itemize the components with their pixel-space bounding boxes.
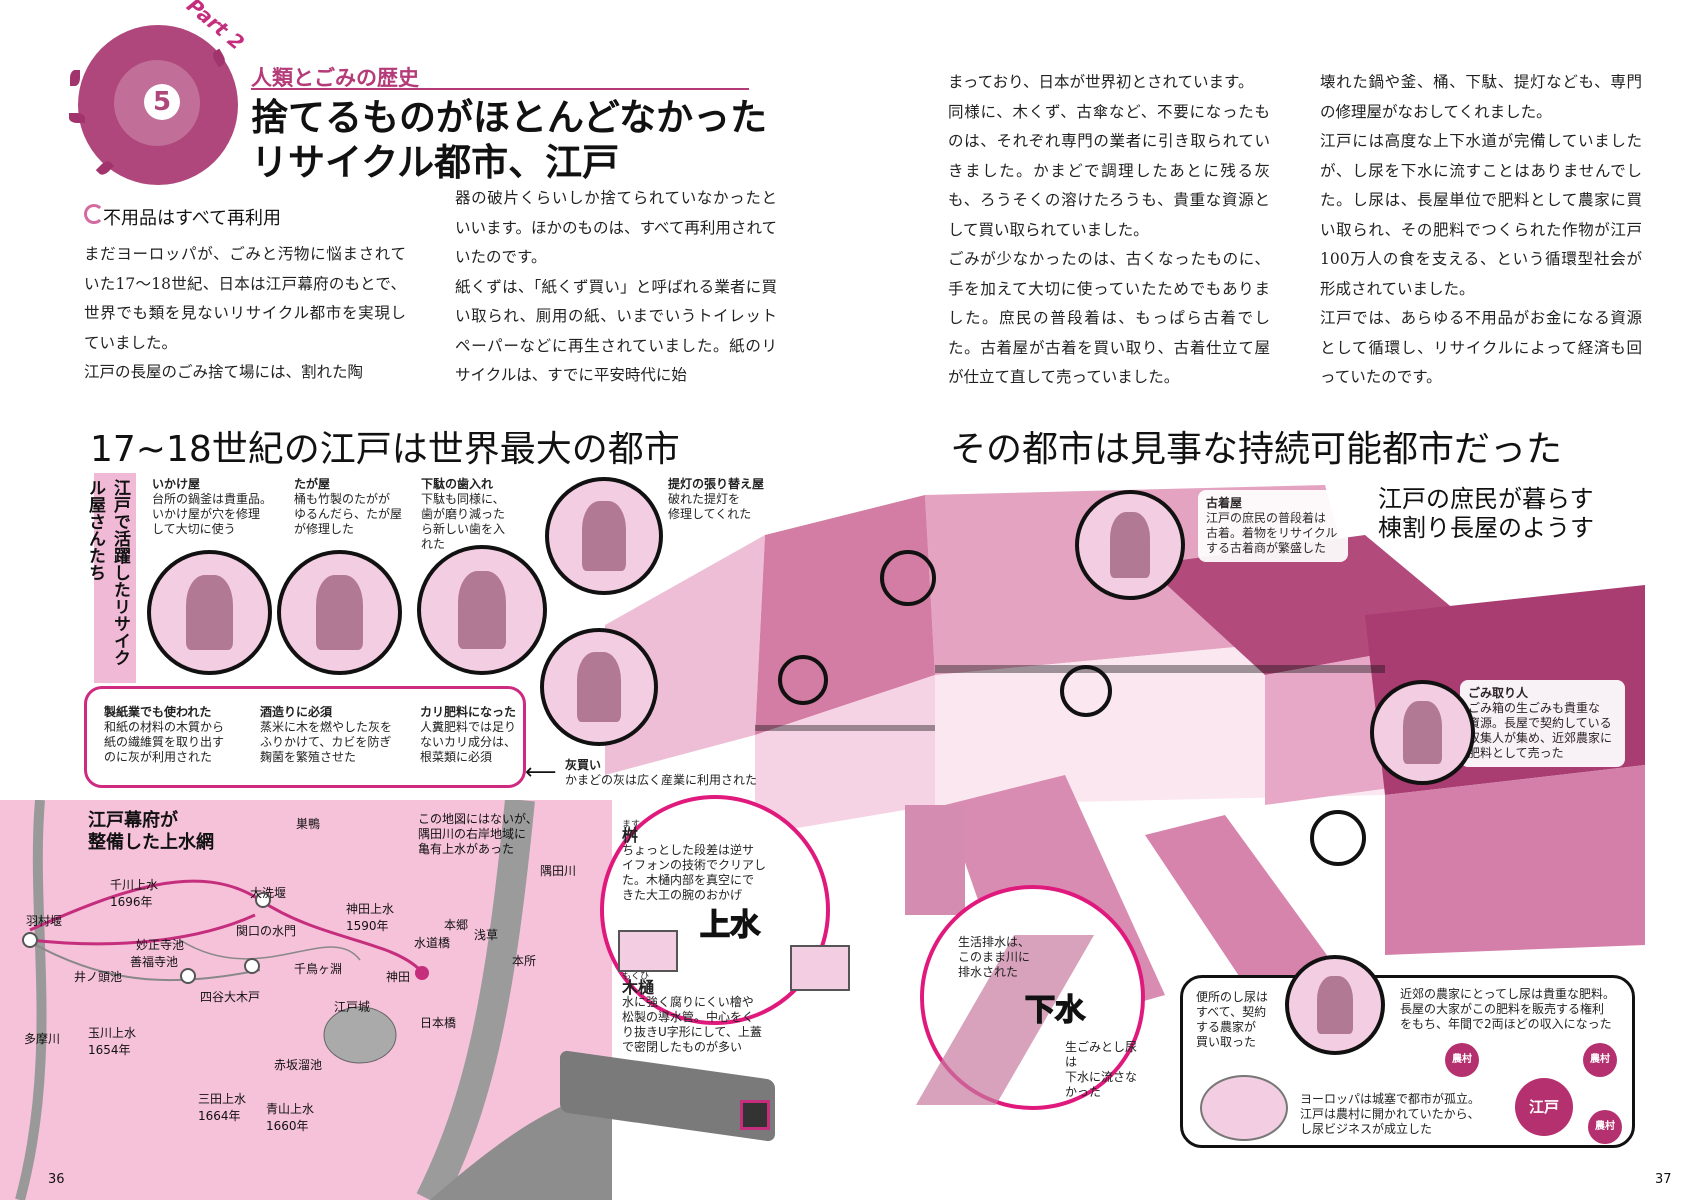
map-label: 三田上水 1664年 [198,1092,247,1123]
haigai-note: 灰買いかまどの灰は広く産業に利用された [565,758,758,787]
ash-use-paper: 製紙業でも使われた和紙の材料の木質から 紙の繊維質を取り出す のに灰が利用された [104,705,225,764]
recycler-chochin: 提灯の張り替え屋破れた提灯を 修理してくれた [668,477,765,521]
map-label: 本所 [512,954,537,968]
leaf-icon [70,70,80,86]
map-roads [15,800,612,1200]
title-line-1: 捨てるものがほとんどなかった [251,96,768,139]
benjo-left: 便所のし尿は すべて、契約 する農家が 買い取った [1196,990,1269,1049]
water-supply-map: 江戸幕府が 整備した上水網 この地図にはないが、 隅田川の右岸地域に 亀有上水が… [0,800,612,1200]
recycler-ikakeya: いかけ屋台所の鍋釜は貴重品。 いかけ屋が穴を修理 して大切に使う [152,477,273,536]
page-number-right: 37 [1655,1172,1672,1187]
left-big-heading: 17~18世紀の江戸は世界最大の都市 [90,429,680,470]
map-label: 隅田川 [540,864,577,878]
benjo-europe: ヨーロッパは城塞で都市が孤立。 江戸は農村に開かれていたから、 し尿ビジネスが成… [1300,1092,1481,1136]
furugiya-circle [1075,490,1185,600]
ash-use-potash: カリ肥料になった人糞肥料では足り ないカリ成分は、 根菜類に必須 [420,705,517,764]
recycler-tagaya: たが屋桶も竹製のたがが ゆるんだら、たが屋 が修理した [294,477,403,536]
nagaya-caption: 江戸の庶民が暮らす 棟割り長屋のようす [1378,485,1594,542]
body-column-2: 器の破片くらいしか捨てられていなかったといいます。ほかのものは、すべて再利用され… [455,189,777,384]
farm-node: 農村 [1583,1043,1617,1077]
gesui-label: 下水 [1024,992,1086,1029]
section-number: 5 [144,84,180,120]
map-label: 井ノ頭池 [74,970,123,984]
map-label: 本郷 [444,918,469,932]
ash-use-sake: 酒造りに必須蒸米に木を燃やした灰を ふりかけて、カビを防ぎ 麹菌を繁殖させた [260,705,393,764]
castle-town-icon [1200,1075,1288,1141]
map-label: 千鳥ヶ淵 [294,962,343,976]
body-column-3: まっており、日本が世界初とされています。 同様に、木くず、古傘など、不要になった… [948,73,1270,386]
map-label: 神田上水 1590年 [346,902,395,933]
map-label: 関口の水門 [236,924,297,938]
benjo-right: 近郊の農家にとってし尿は貴重な肥料。 長屋の大家がこの肥料を販売する権利 をもち… [1400,987,1616,1031]
map-label: 多摩川 [24,1032,61,1046]
gesui-note-1: 生活排水は、 このまま川に 排水された [958,935,1031,979]
ash-circle [778,655,828,705]
masu-note: 桝ちょっとした段差は逆サ イフォンの技術でクリアし た。木樋内部を真空にで きた… [622,826,767,903]
map-label: 浅草 [474,928,499,942]
recycle-icon [84,204,104,224]
nightsoil-circle [1285,955,1385,1055]
map-label: 羽村堰 [26,914,63,928]
gomitori-callout: ごみ取り人ごみ箱の生ごみも貴重な 資源。長屋で契約している 収集人が集め、近郊農… [1460,680,1625,767]
shop-circle [1060,665,1112,717]
geta-circle [417,545,547,675]
map-label: 江戸城 [334,1000,371,1014]
map-note: この地図にはないが、 隅田川の右岸地域に 亀有上水があった [418,812,538,856]
chochin-circle [545,477,663,595]
divider [251,88,749,90]
tagaya-circle [277,550,402,675]
map-label: 妙正寺池 [136,938,185,952]
furugiya-callout: 古着屋江戸の庶民の普段着は 古着。着物をリサイクル する古着商が繁盛した [1198,490,1348,562]
lantern-circle [880,550,936,606]
page-title: 捨てるものがほとんどなかった リサイクル都市、江戸 [251,95,767,185]
map-label: 大洗堰 [250,886,287,900]
map-label: 神田 [386,970,411,984]
masu-box [790,945,850,991]
haigai-circle [540,628,658,746]
pipe-end [740,1100,770,1130]
section-heading: 不用品はすべて再利用 [103,208,282,229]
page-number-left: 36 [48,1172,65,1187]
map-label: 玉川上水 1654年 [88,1026,137,1057]
josui-label: 上水 [699,907,761,944]
recyclers-tag: 江戸で活躍したリサイクル屋さんたち [85,473,136,683]
map-label: 赤坂溜池 [274,1058,323,1072]
map-title: 江戸幕府が 整備した上水網 [88,810,214,853]
masu-box [618,930,678,972]
series-subtitle: 人類とごみの歴史 [251,66,419,90]
toilet-circle [1310,810,1366,866]
body-column-1: まだヨーロッパが、ごみと汚物に悩まされていた17〜18世紀、日本は江戸幕府のもと… [84,245,406,381]
ash-uses-box [84,686,526,788]
title-line-2: リサイクル都市、江戸 [251,141,620,184]
farm-node: 農村 [1445,1043,1479,1077]
gomitori-title: ごみ取り人 [1468,686,1529,700]
map-label: 千川上水 1696年 [110,878,159,909]
edo-node: 江戸 [1515,1078,1573,1136]
ikakeya-circle [147,550,272,675]
leaf-icon [69,113,85,123]
mokuhi-ruby: もくひ [622,972,650,982]
mokuhi-note: 木樋水に強く腐りにくい檜や 松製の導水管。中心をく り抜きU字形にして、上蓋 で… [622,978,762,1055]
farm-node: 農村 [1588,1110,1622,1144]
map-label: 水道橋 [414,936,451,950]
gomitori-text: ごみ箱の生ごみも貴重な 資源。長屋で契約している 収集人が集め、近郊農家に 肥料… [1468,701,1613,760]
right-big-heading: その都市は見事な持続可能都市だった [950,429,1563,470]
masu-ruby: ます [622,820,641,830]
map-label: 巣鴨 [296,817,321,831]
body-column-4: 壊れた鍋や釜、桶、下駄、提灯なども、専門の修理屋がなおしてくれました。 江戸には… [1320,73,1642,386]
arrow-left-icon: ⟵ [525,760,557,785]
recycler-geta: 下駄の歯入れ下駄も同様に、 歯が磨り減った ら新しい歯を入 れた [421,477,506,551]
furugiya-title: 古着屋 [1206,496,1243,510]
map-label: 四谷大木戸 [200,990,261,1004]
map-label: 善福寺池 [130,955,179,969]
gesui-note-2: 生ごみとし尿は 下水に流さな かった [1065,1040,1138,1099]
map-label: 青山上水 1660年 [266,1102,315,1133]
map-label: 日本橋 [420,1016,457,1030]
furugiya-text: 江戸の庶民の普段着は 古着。着物をリサイクル する古着商が繁盛した [1206,511,1338,555]
gomitori-circle [1370,680,1475,785]
